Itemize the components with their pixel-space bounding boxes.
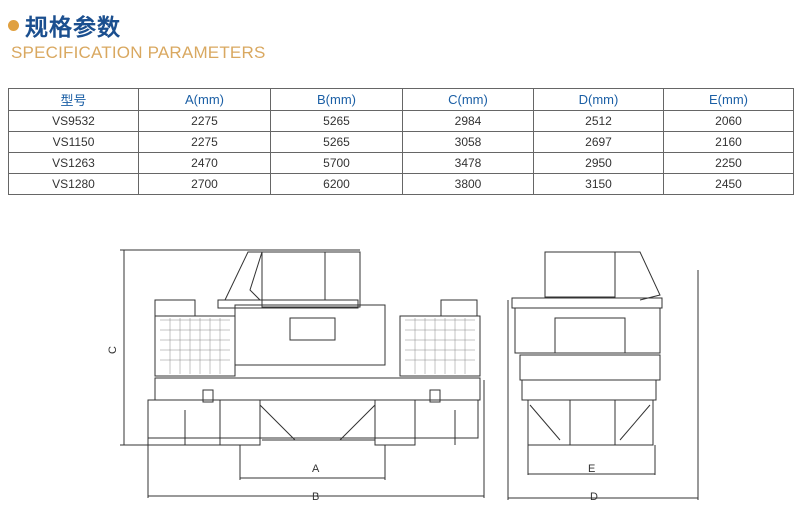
dim-label-b: B bbox=[312, 491, 319, 503]
col-a: A(mm) bbox=[138, 88, 271, 111]
section-subtitle: SPECIFICATION PARAMETERS bbox=[11, 43, 266, 62]
table-cell: 6200 bbox=[270, 173, 403, 195]
table-cell: 2450 bbox=[663, 173, 794, 195]
dim-label-e: E bbox=[588, 463, 595, 475]
table-cell: 2060 bbox=[663, 110, 794, 132]
section-title: 规格参数 bbox=[25, 14, 121, 40]
table-cell: 3150 bbox=[533, 173, 664, 195]
front-view: A B C bbox=[107, 249, 485, 503]
col-c: C(mm) bbox=[402, 88, 534, 111]
table-cell: 2697 bbox=[533, 131, 664, 153]
table-cell: 2275 bbox=[138, 110, 271, 132]
col-b: B(mm) bbox=[270, 88, 403, 111]
dim-label-c: C bbox=[107, 346, 119, 354]
dim-label-d: D bbox=[590, 491, 598, 503]
table-cell: VS1280 bbox=[8, 173, 139, 195]
bullet-icon bbox=[8, 19, 19, 31]
table-cell: VS9532 bbox=[8, 110, 139, 132]
dim-label-a: A bbox=[312, 463, 320, 475]
side-view: E D bbox=[507, 251, 699, 503]
col-e: E(mm) bbox=[663, 88, 794, 111]
table-cell: 3058 bbox=[402, 131, 534, 153]
table-cell: 2160 bbox=[663, 131, 794, 153]
section-header: 规格参数 bbox=[8, 8, 121, 42]
table-cell: 2700 bbox=[138, 173, 271, 195]
table-header-row: 型号 A(mm) B(mm) C(mm) D(mm) E(mm) bbox=[8, 88, 794, 111]
